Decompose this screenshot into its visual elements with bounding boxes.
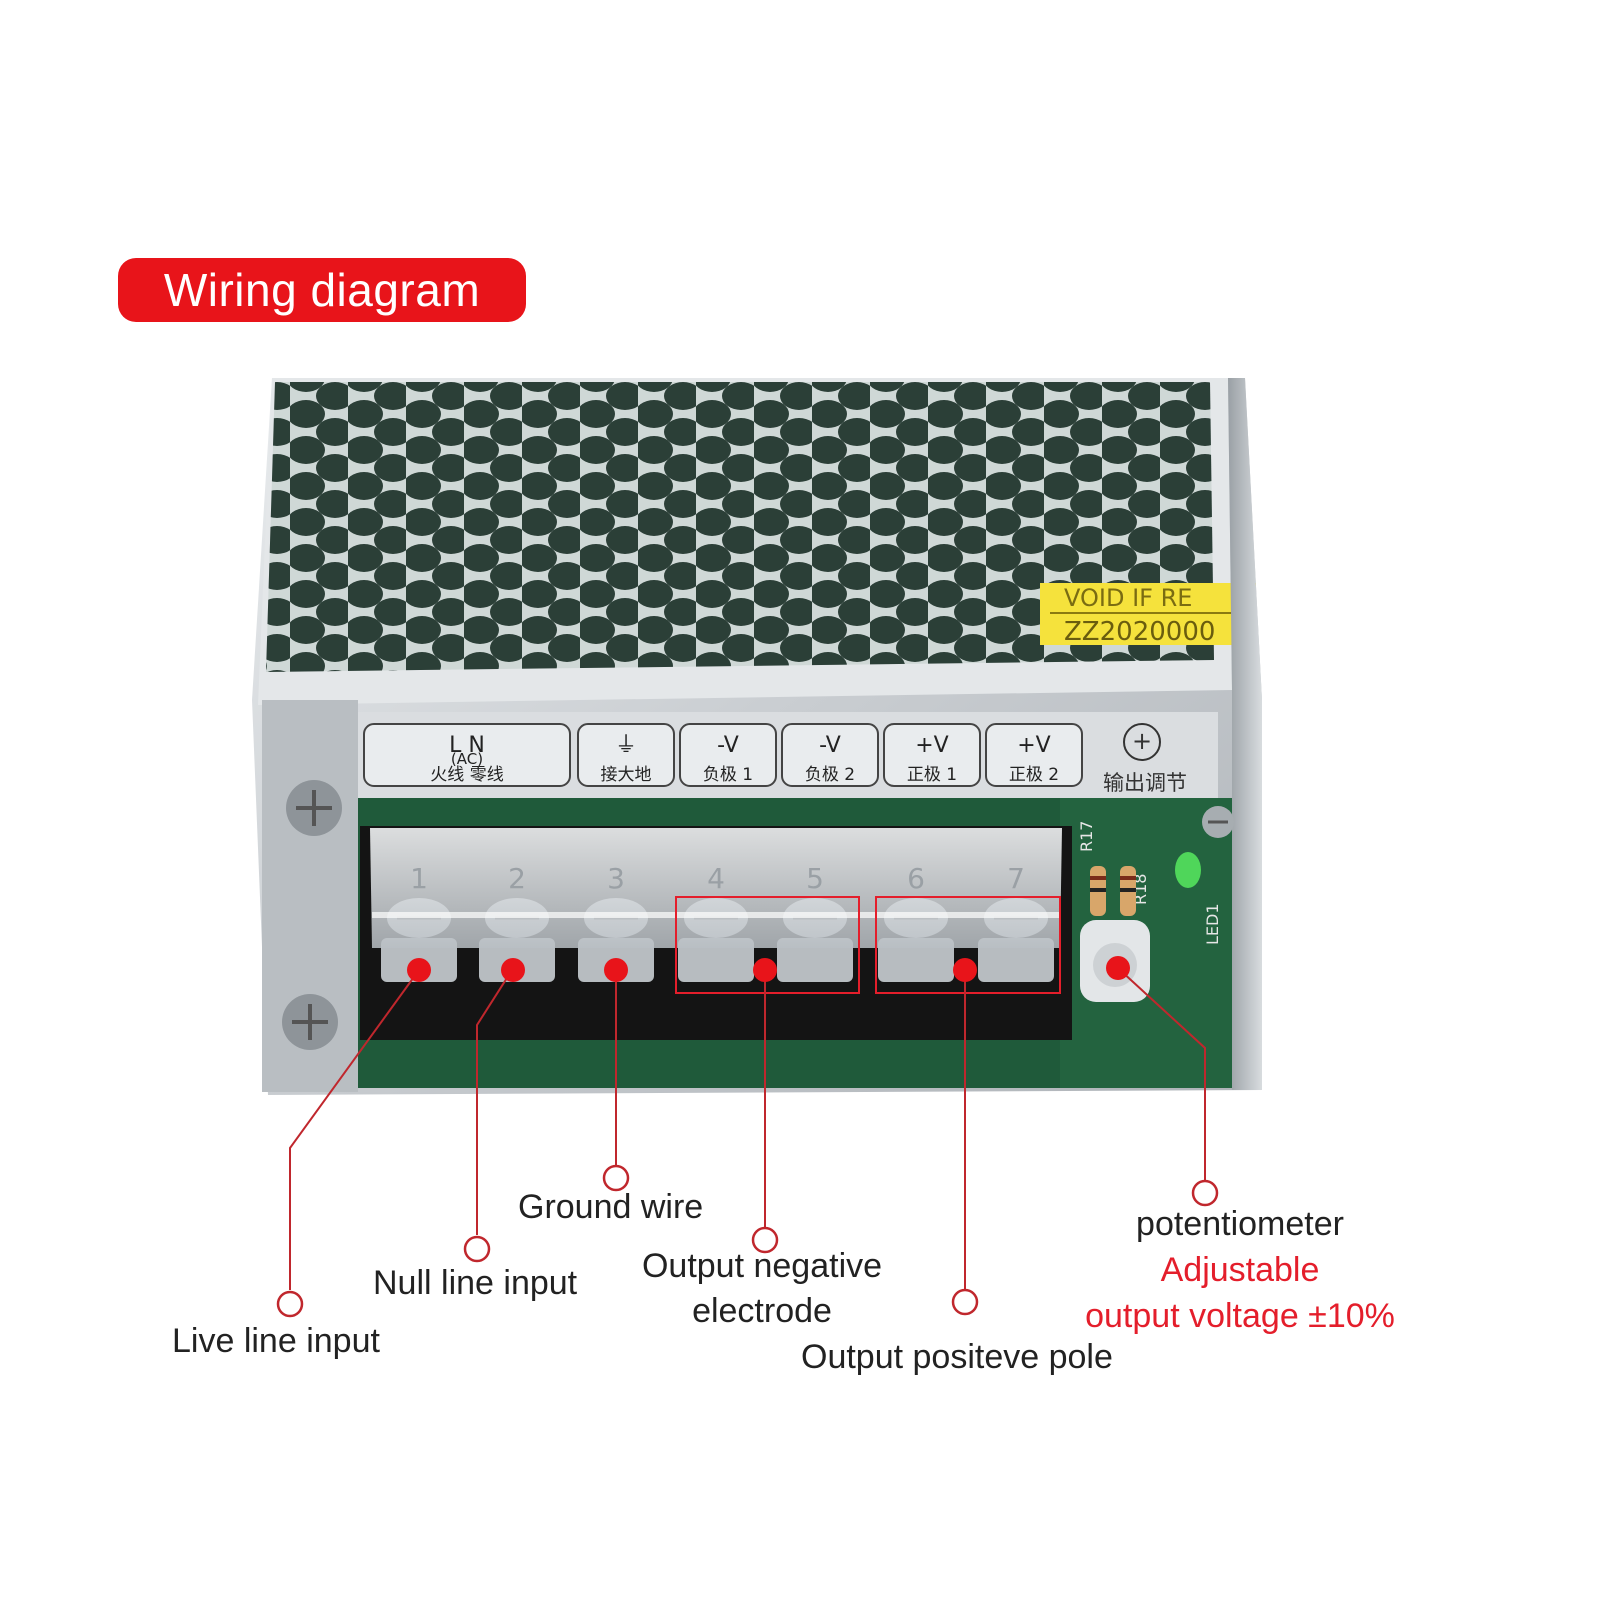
callout-ground-wire: Ground wire (518, 1188, 704, 1226)
end-circle-live (276, 1290, 304, 1318)
label-cell-top: +V (1017, 733, 1050, 758)
callout-adjustable: Adjustable (1160, 1251, 1320, 1289)
label-cell-top: -V (819, 733, 841, 758)
pcb-mark-led: LED1 (1203, 903, 1222, 945)
anchor-dot-positive (953, 958, 977, 982)
housing-side-wall (1228, 378, 1262, 1090)
label-cell-bottom: 负极 2 (805, 765, 855, 785)
internal-board-tint (266, 382, 1214, 672)
pcb-mark-r17: R17 (1077, 821, 1096, 852)
screw-icon (1202, 806, 1234, 838)
callout-end-circles (276, 1164, 1219, 1318)
resistor-icon (1120, 866, 1136, 916)
callout-negative-line2: electrode (692, 1292, 832, 1330)
sticker-line-2: ZZ2020000 (1064, 617, 1215, 647)
callout-null-line: Null line input (373, 1264, 578, 1302)
adjust-label: 输出调节 (1103, 771, 1187, 795)
end-circle-negative (751, 1226, 779, 1254)
negative-terminals-highlight (675, 896, 860, 994)
callout-lines (289, 969, 1206, 1290)
callout-positive-pole: Output positeve pole (801, 1338, 1113, 1376)
label-cell-1: L N(AC)火线 零线 (363, 723, 571, 787)
callout-negative-line1: Output negative (641, 1247, 883, 1285)
terminal-number: 1 (410, 862, 428, 895)
callout-line-null (476, 969, 513, 1235)
callout-potentiometer: potentiometer (1136, 1205, 1344, 1243)
screw-icon (286, 780, 342, 836)
terminal-numbers: 1 2 3 4 5 6 7 (410, 862, 1025, 895)
terminal-anchor-dots (407, 956, 1130, 982)
ventilation-holes (266, 382, 1214, 672)
page-title: Wiring diagram (163, 264, 481, 316)
label-cell-top: +V (915, 733, 948, 758)
label-cell-6: +V 正极 2 (985, 723, 1083, 787)
end-circle-positive (951, 1288, 979, 1316)
label-cell-mid: (AC) (451, 750, 483, 768)
terminal-number: 3 (607, 862, 625, 895)
label-cell-top: L N (449, 733, 485, 758)
terminal-number: 4 (707, 862, 725, 895)
label-cell-3: -V 负极 1 (679, 723, 777, 787)
end-circle-null (463, 1235, 491, 1263)
void-sticker: VOID IF RE ZZ2020000 (1040, 583, 1256, 647)
terminal-number: 5 (806, 862, 824, 895)
resistor-icon (1090, 866, 1106, 916)
terminal-number: 7 (1007, 862, 1025, 895)
terminal-number: 2 (508, 862, 526, 895)
anchor-dot-negative (753, 958, 777, 982)
screw-icon (282, 994, 338, 1050)
label-cell-2: ⏚ 接大地 (577, 723, 675, 787)
callout-output-voltage: output voltage ±10% (1085, 1297, 1395, 1335)
led-icon (1175, 852, 1201, 888)
label-cell-bottom: 接大地 (601, 765, 652, 785)
anchor-dot-ground (604, 958, 628, 982)
anchor-dot-live (407, 958, 431, 982)
callout-line-pot (1119, 969, 1206, 1180)
anchor-dot-null (501, 958, 525, 982)
sticker-line-1: VOID IF RE (1064, 584, 1192, 612)
end-circle-pot (1191, 1179, 1219, 1207)
label-cell-top: ⏚ (615, 733, 637, 758)
label-cell-bottom: 正极 1 (907, 765, 957, 785)
label-cell-bottom: 火线 零线 (430, 765, 503, 785)
label-cell-5: +V 正极 1 (883, 723, 981, 787)
callout-line-live (289, 969, 420, 1290)
end-circle-ground (602, 1164, 630, 1192)
title-badge: Wiring diagram (118, 258, 526, 322)
label-cell-bottom: 正极 2 (1009, 765, 1059, 785)
label-cell-bottom: 负极 1 (703, 765, 753, 785)
label-cell-top: -V (717, 733, 739, 758)
svg-text:+: + (1132, 727, 1152, 755)
positive-terminals-highlight (875, 896, 1061, 994)
adjust-label-group: + 输出调节 (1103, 723, 1187, 795)
anchor-dot-pot (1106, 956, 1130, 980)
terminal-number: 6 (907, 862, 925, 895)
callout-live-line: Live line input (172, 1322, 380, 1360)
label-cell-4: -V 负极 2 (781, 723, 879, 787)
label-strip-cells: L N(AC)火线 零线 ⏚ 接大地 -V 负极 1 -V 负极 2 +V 正极 1 +V 正极 2 (363, 723, 1083, 787)
